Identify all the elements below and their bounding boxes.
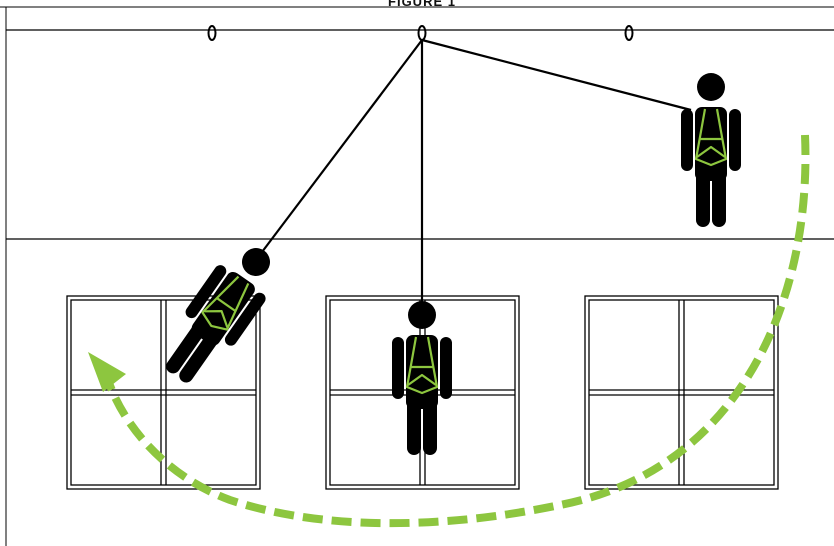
lanyard-line xyxy=(422,40,691,110)
arrow-head-icon xyxy=(88,352,126,392)
lanyard-line xyxy=(262,40,422,252)
worker-swinging-icon xyxy=(151,233,288,394)
window-right xyxy=(585,296,778,489)
anchor-ring-icon xyxy=(209,26,216,40)
anchor-ring-icon xyxy=(419,26,426,40)
worker-hanging-icon xyxy=(392,301,452,455)
worker-roof-icon xyxy=(681,73,741,227)
anchor-ring-icon xyxy=(626,26,633,40)
